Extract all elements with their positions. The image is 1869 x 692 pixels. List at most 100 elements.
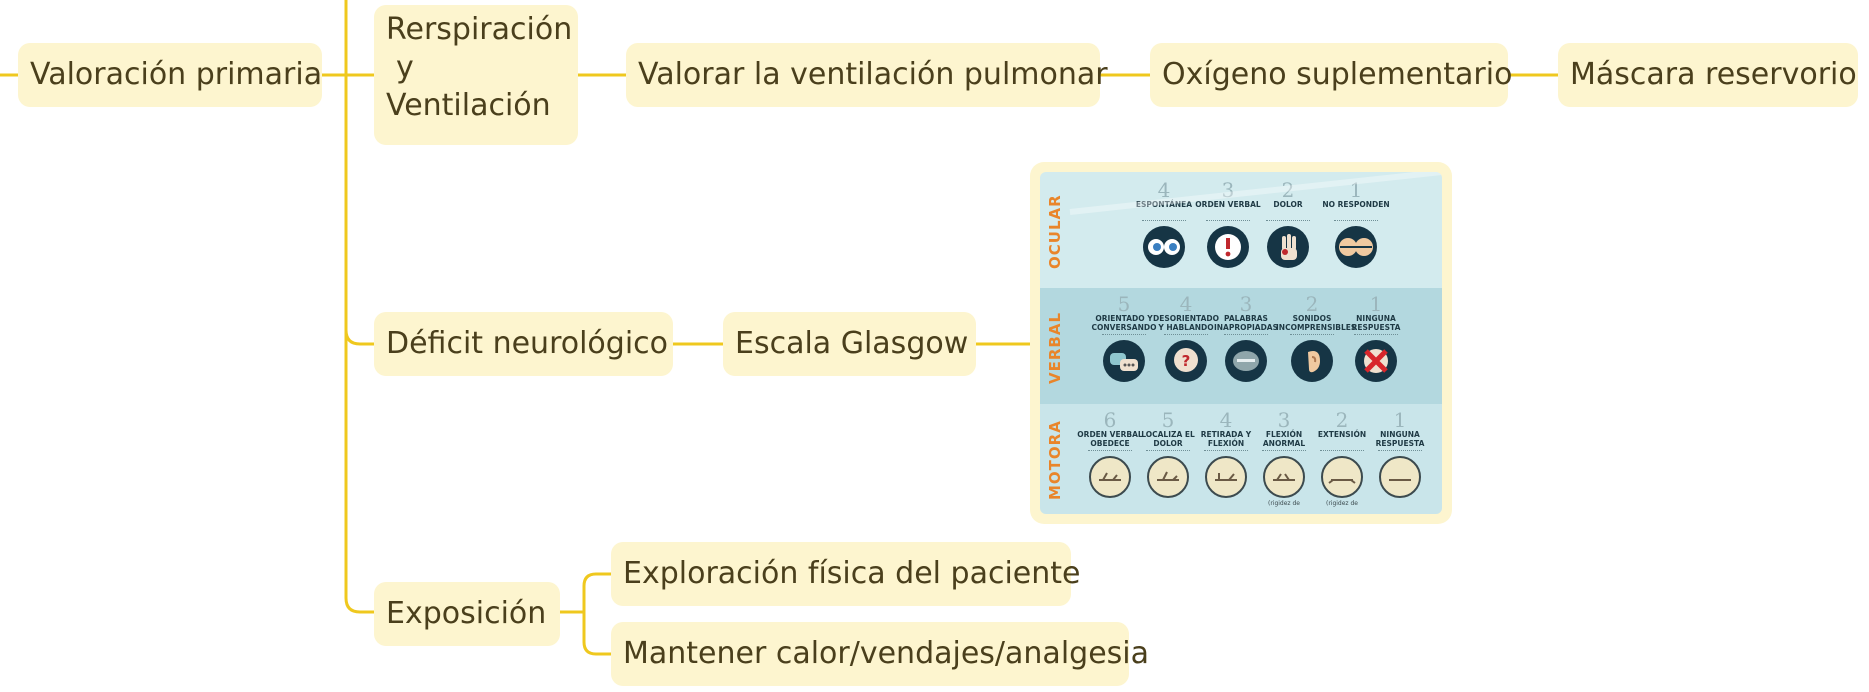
body-posture-icon bbox=[1263, 456, 1305, 498]
glasgow-scale-table: OCULAR 4 ESPONTÁNEA 3 ORDEN VERBAL 2 D bbox=[1040, 172, 1442, 514]
dotted-rule bbox=[1354, 334, 1398, 336]
motora-label-text: FLEXIÓN ANORMAL bbox=[1262, 430, 1306, 448]
dotted-rule bbox=[1142, 220, 1186, 222]
node-oxigeno-suplementario[interactable]: Oxígeno suplementario bbox=[1150, 43, 1512, 107]
node-label-line-1: Rerspiración bbox=[386, 12, 573, 47]
motora-label-text: LOCALIZA EL DOLOR bbox=[1141, 430, 1195, 448]
motora-item: 5 LOCALIZA EL DOLOR bbox=[1132, 410, 1204, 498]
motora-score: 3 bbox=[1277, 408, 1291, 432]
node-respiracion-ventilacion[interactable]: Rerspiración y Ventilación bbox=[374, 5, 578, 145]
node-valoracion-primaria[interactable]: Valoración primaria bbox=[18, 43, 322, 107]
node-exposicion[interactable]: Exposición bbox=[374, 582, 560, 646]
open-eyes-icon bbox=[1143, 226, 1185, 268]
motora-section: MOTORA 6 ORDEN VERBAL OBEDECE 5 LOCALIZA… bbox=[1040, 404, 1442, 514]
verbal-item: 5 ORIENTADO Y CONVERSANDO bbox=[1088, 294, 1160, 382]
node-label: Exposición bbox=[386, 596, 547, 631]
node-label: Mantener calor/vendajes/analgesia bbox=[623, 636, 1149, 671]
exclamation-icon bbox=[1207, 226, 1249, 268]
verbal-item: 1 NINGUNA RESPUESTA bbox=[1340, 294, 1412, 382]
body-posture-icon bbox=[1147, 456, 1189, 498]
dotted-rule bbox=[1334, 220, 1378, 222]
ocular-item: 4 ESPONTÁNEA bbox=[1128, 180, 1200, 268]
verbal-item: 4 DESORIENTADO Y HABLANDO ? bbox=[1150, 294, 1222, 382]
verbal-score: 2 bbox=[1305, 292, 1319, 316]
dotted-rule bbox=[1204, 450, 1248, 452]
motora-item: 6 ORDEN VERBAL OBEDECE bbox=[1074, 410, 1146, 498]
node-label-line-2: y bbox=[396, 50, 414, 85]
verbal-section: VERBAL 5 ORIENTADO Y CONVERSANDO 4 DESOR… bbox=[1040, 288, 1442, 404]
node-label: Escala Glasgow bbox=[735, 326, 969, 361]
node-label: Déficit neurológico bbox=[386, 326, 669, 361]
motora-label-text: NINGUNA RESPUESTA bbox=[1375, 430, 1425, 448]
node-escala-glasgow[interactable]: Escala Glasgow bbox=[723, 312, 976, 376]
node-mascara-reservorio[interactable]: Máscara reservorio bbox=[1558, 43, 1858, 107]
verbal-label-text: PALABRAS INAPROPIADAS bbox=[1213, 314, 1279, 332]
dotted-rule bbox=[1164, 334, 1208, 336]
question-bubble-icon: ? bbox=[1165, 340, 1207, 382]
motora-label-text: ORDEN VERBAL OBEDECE bbox=[1077, 430, 1143, 448]
dotted-rule bbox=[1320, 450, 1364, 452]
node-label: Máscara reservorio bbox=[1570, 57, 1857, 92]
verbal-label-text: DESORIENTADO Y HABLANDO bbox=[1152, 314, 1220, 332]
motora-note: (rigidez de bbox=[1267, 500, 1300, 507]
node-deficit-neurologico[interactable]: Déficit neurológico bbox=[374, 312, 673, 376]
body-posture-icon bbox=[1321, 456, 1363, 498]
verbal-label-text: NINGUNA RESPUESTA bbox=[1351, 314, 1401, 332]
node-label: Oxígeno suplementario bbox=[1162, 57, 1513, 92]
verbal-score: 3 bbox=[1239, 292, 1253, 316]
speech-bubbles-icon bbox=[1103, 340, 1145, 382]
glasgow-scale-image[interactable]: OCULAR 4 ESPONTÁNEA 3 ORDEN VERBAL 2 D bbox=[1030, 162, 1452, 524]
motora-score: 1 bbox=[1393, 408, 1407, 432]
node-mantener-calor[interactable]: Mantener calor/vendajes/analgesia bbox=[611, 622, 1149, 686]
verbal-label-text: SONIDOS INCOMPRENSIBLES bbox=[1276, 314, 1357, 332]
node-label: Valoración primaria bbox=[30, 57, 323, 92]
motora-score: 6 bbox=[1103, 408, 1117, 432]
motora-score: 5 bbox=[1161, 408, 1175, 432]
dotted-rule bbox=[1088, 450, 1132, 452]
motora-label-text: RETIRADA Y FLEXIÓN bbox=[1200, 430, 1252, 448]
node-valorar-ventilacion[interactable]: Valorar la ventilación pulmonar bbox=[626, 43, 1108, 107]
verbal-score: 5 bbox=[1117, 292, 1131, 316]
dotted-rule bbox=[1262, 450, 1306, 452]
motora-item: 2 EXTENSIÓN (rigidez de bbox=[1306, 410, 1378, 507]
ocular-score: 4 bbox=[1157, 178, 1171, 202]
ocular-item: 2 DOLOR bbox=[1252, 180, 1324, 268]
motora-label: MOTORA bbox=[1046, 420, 1064, 500]
body-posture-icon bbox=[1089, 456, 1131, 498]
motora-item: 4 RETIRADA Y FLEXIÓN bbox=[1190, 410, 1262, 498]
ocular-label: OCULAR bbox=[1046, 194, 1064, 270]
ocular-label-text: NO RESPONDEN bbox=[1322, 200, 1390, 209]
motora-score: 4 bbox=[1219, 408, 1233, 432]
ocular-section: OCULAR 4 ESPONTÁNEA 3 ORDEN VERBAL 2 D bbox=[1040, 172, 1442, 288]
dotted-rule bbox=[1378, 450, 1422, 452]
verbal-score: 1 bbox=[1369, 292, 1383, 316]
svg-text:?: ? bbox=[1182, 352, 1191, 370]
node-label: Exploración física del paciente bbox=[623, 556, 1081, 591]
verbal-label-text: ORIENTADO Y CONVERSANDO bbox=[1091, 314, 1157, 332]
ocular-score: 2 bbox=[1281, 178, 1295, 202]
dotted-rule bbox=[1224, 334, 1268, 336]
ear-icon bbox=[1291, 340, 1333, 382]
verbal-item: 3 PALABRAS INAPROPIADAS bbox=[1210, 294, 1282, 382]
node-exploracion-fisica[interactable]: Exploración física del paciente bbox=[611, 542, 1081, 606]
ocular-score: 1 bbox=[1349, 178, 1363, 202]
node-label: Valorar la ventilación pulmonar bbox=[638, 57, 1108, 92]
garbled-speech-icon bbox=[1225, 340, 1267, 382]
dotted-rule bbox=[1266, 220, 1310, 222]
no-response-x-icon bbox=[1355, 340, 1397, 382]
body-posture-icon bbox=[1205, 456, 1247, 498]
verbal-item: 2 SONIDOS INCOMPRENSIBLES bbox=[1276, 292, 1357, 382]
motora-note: (rigidez de bbox=[1325, 500, 1358, 507]
closed-eyes-icon bbox=[1335, 226, 1377, 268]
node-label-line-3: Ventilación bbox=[386, 88, 551, 123]
dotted-rule bbox=[1146, 450, 1190, 452]
dotted-rule bbox=[1290, 334, 1334, 336]
motora-label-text: EXTENSIÓN bbox=[1317, 430, 1367, 439]
pain-hand-icon bbox=[1267, 226, 1309, 268]
ocular-item: 1 NO RESPONDEN bbox=[1320, 180, 1392, 268]
ocular-label-text: DOLOR bbox=[1273, 200, 1303, 209]
ocular-label-text: ESPONTÁNEA bbox=[1135, 200, 1193, 209]
verbal-label: VERBAL bbox=[1046, 312, 1064, 385]
verbal-score: 4 bbox=[1179, 292, 1193, 316]
